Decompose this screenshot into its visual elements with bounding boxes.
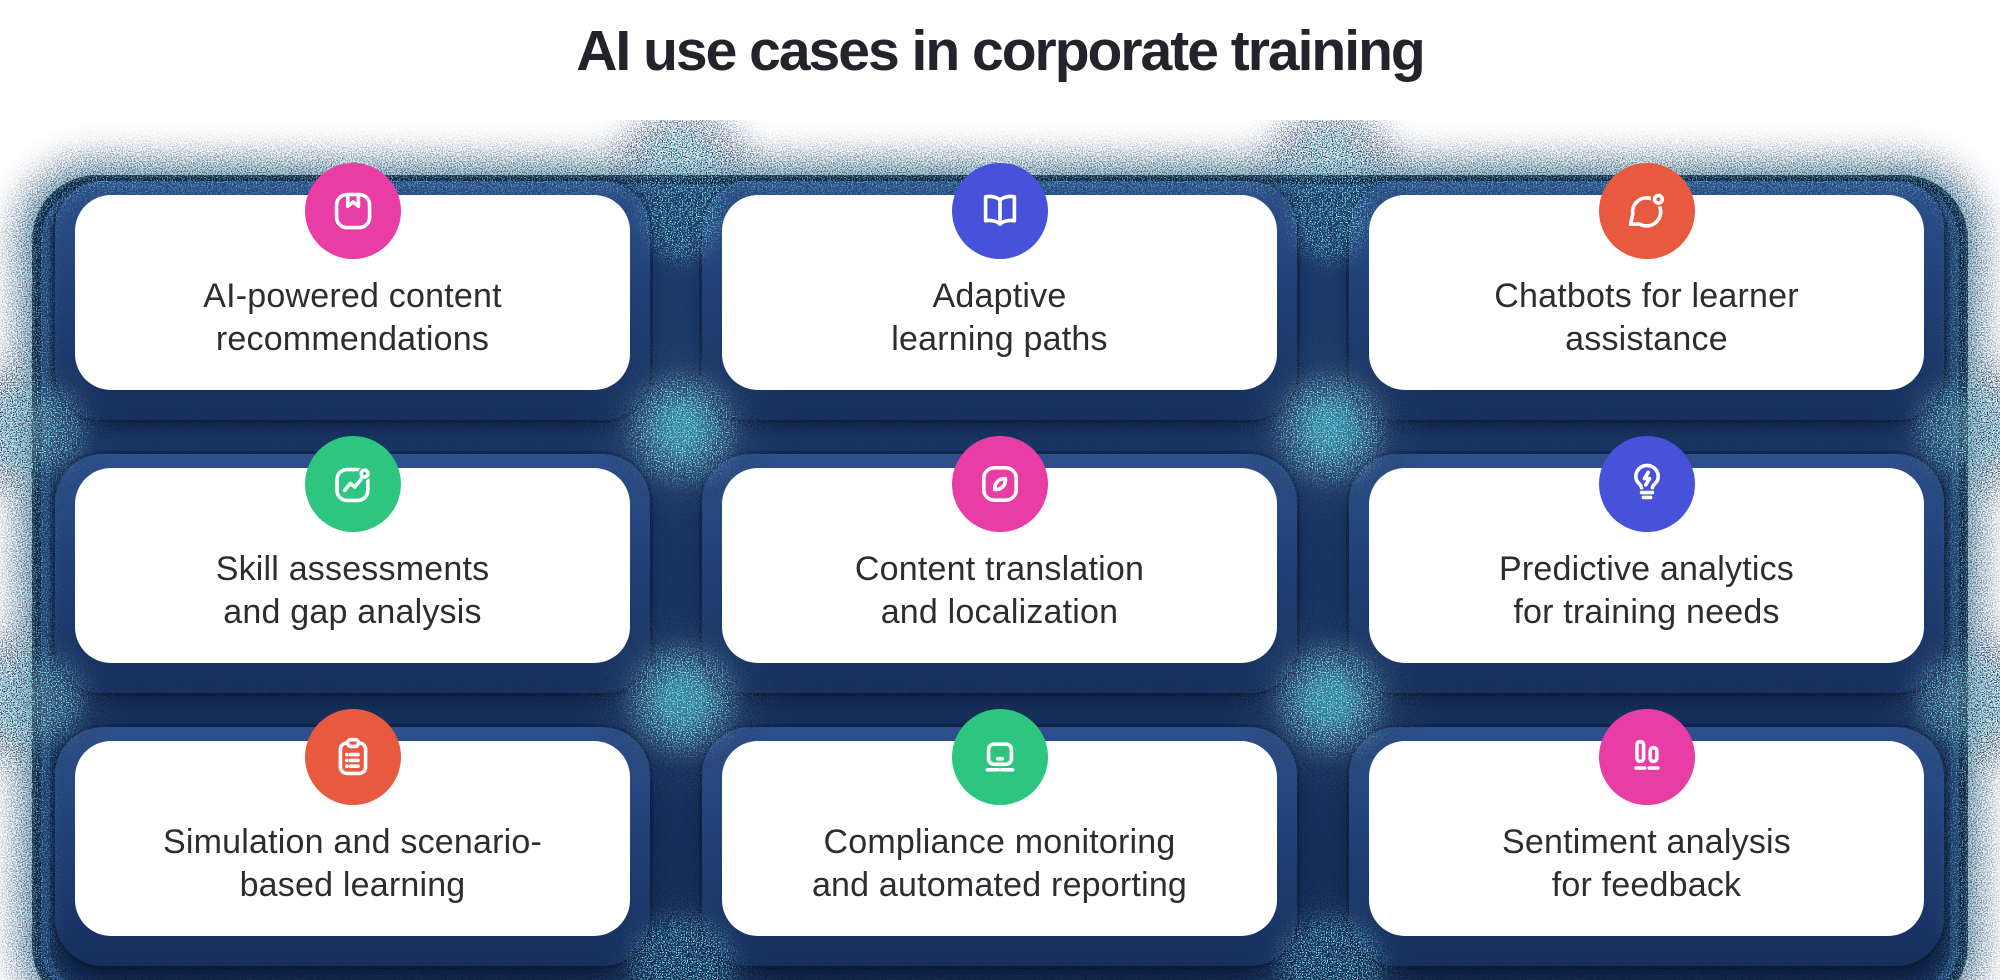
card-label: Compliance monitoring and automated repo… xyxy=(811,822,1188,904)
open-book-icon xyxy=(983,194,1016,226)
clipboard-list-icon xyxy=(338,737,367,776)
card-label: Chatbots for learner assistance xyxy=(1494,276,1799,358)
chat-bubble-icon xyxy=(1628,191,1666,228)
use-case-card-skill-assessments: Skill assessments and gap analysis xyxy=(55,436,650,693)
card-label: Adaptive learning paths xyxy=(891,276,1108,358)
lightbulb-bolt-icon xyxy=(1633,463,1660,500)
laptop-icon xyxy=(985,742,1014,772)
use-case-card-simulation: Simulation and scenario- based learning xyxy=(55,709,650,966)
use-case-card-chatbots: Chatbots for learner assistance xyxy=(1349,163,1944,420)
card-label: Content translation and localization xyxy=(854,549,1145,631)
open-book-icon-badge xyxy=(951,163,1048,259)
use-case-card-predictive-analytics: Predictive analytics for training needs xyxy=(1349,436,1944,693)
card-label: Sentiment analysis for feedback xyxy=(1502,822,1791,904)
cards-panel-area: AI-powered content recommendations Adapt… xyxy=(0,120,2000,980)
bar-chart-icon-badge xyxy=(1598,709,1695,805)
trend-chart-icon xyxy=(334,467,371,503)
chat-bubble-icon-badge xyxy=(1598,163,1695,259)
trend-chart-icon-badge xyxy=(304,436,401,532)
laptop-icon-badge xyxy=(951,709,1048,805)
leaf-square-icon-badge xyxy=(951,436,1048,532)
bookmark-square-icon-badge xyxy=(304,163,401,259)
use-case-grid: AI-powered content recommendations Adapt… xyxy=(55,163,1944,966)
page-title: AI use cases in corporate training xyxy=(576,19,1425,83)
use-case-card-sentiment: Sentiment analysis for feedback xyxy=(1349,709,1944,966)
card-label: AI-powered content recommendations xyxy=(203,276,502,358)
use-case-card-compliance: Compliance monitoring and automated repo… xyxy=(702,709,1297,966)
bar-chart-icon xyxy=(1633,739,1660,770)
lightbulb-bolt-icon-badge xyxy=(1598,436,1695,532)
use-case-card-content-recommendations: AI-powered content recommendations xyxy=(55,163,650,420)
bookmark-square-icon xyxy=(334,192,371,230)
use-case-card-adaptive-learning: Adaptive learning paths xyxy=(702,163,1297,420)
use-case-card-translation: Content translation and localization xyxy=(702,436,1297,693)
clipboard-list-icon-badge xyxy=(304,709,401,805)
card-label: Skill assessments and gap analysis xyxy=(215,549,490,631)
leaf-square-icon xyxy=(981,466,1018,503)
card-label: Predictive analytics for training needs xyxy=(1498,549,1794,631)
card-label: Simulation and scenario- based learning xyxy=(163,822,542,904)
